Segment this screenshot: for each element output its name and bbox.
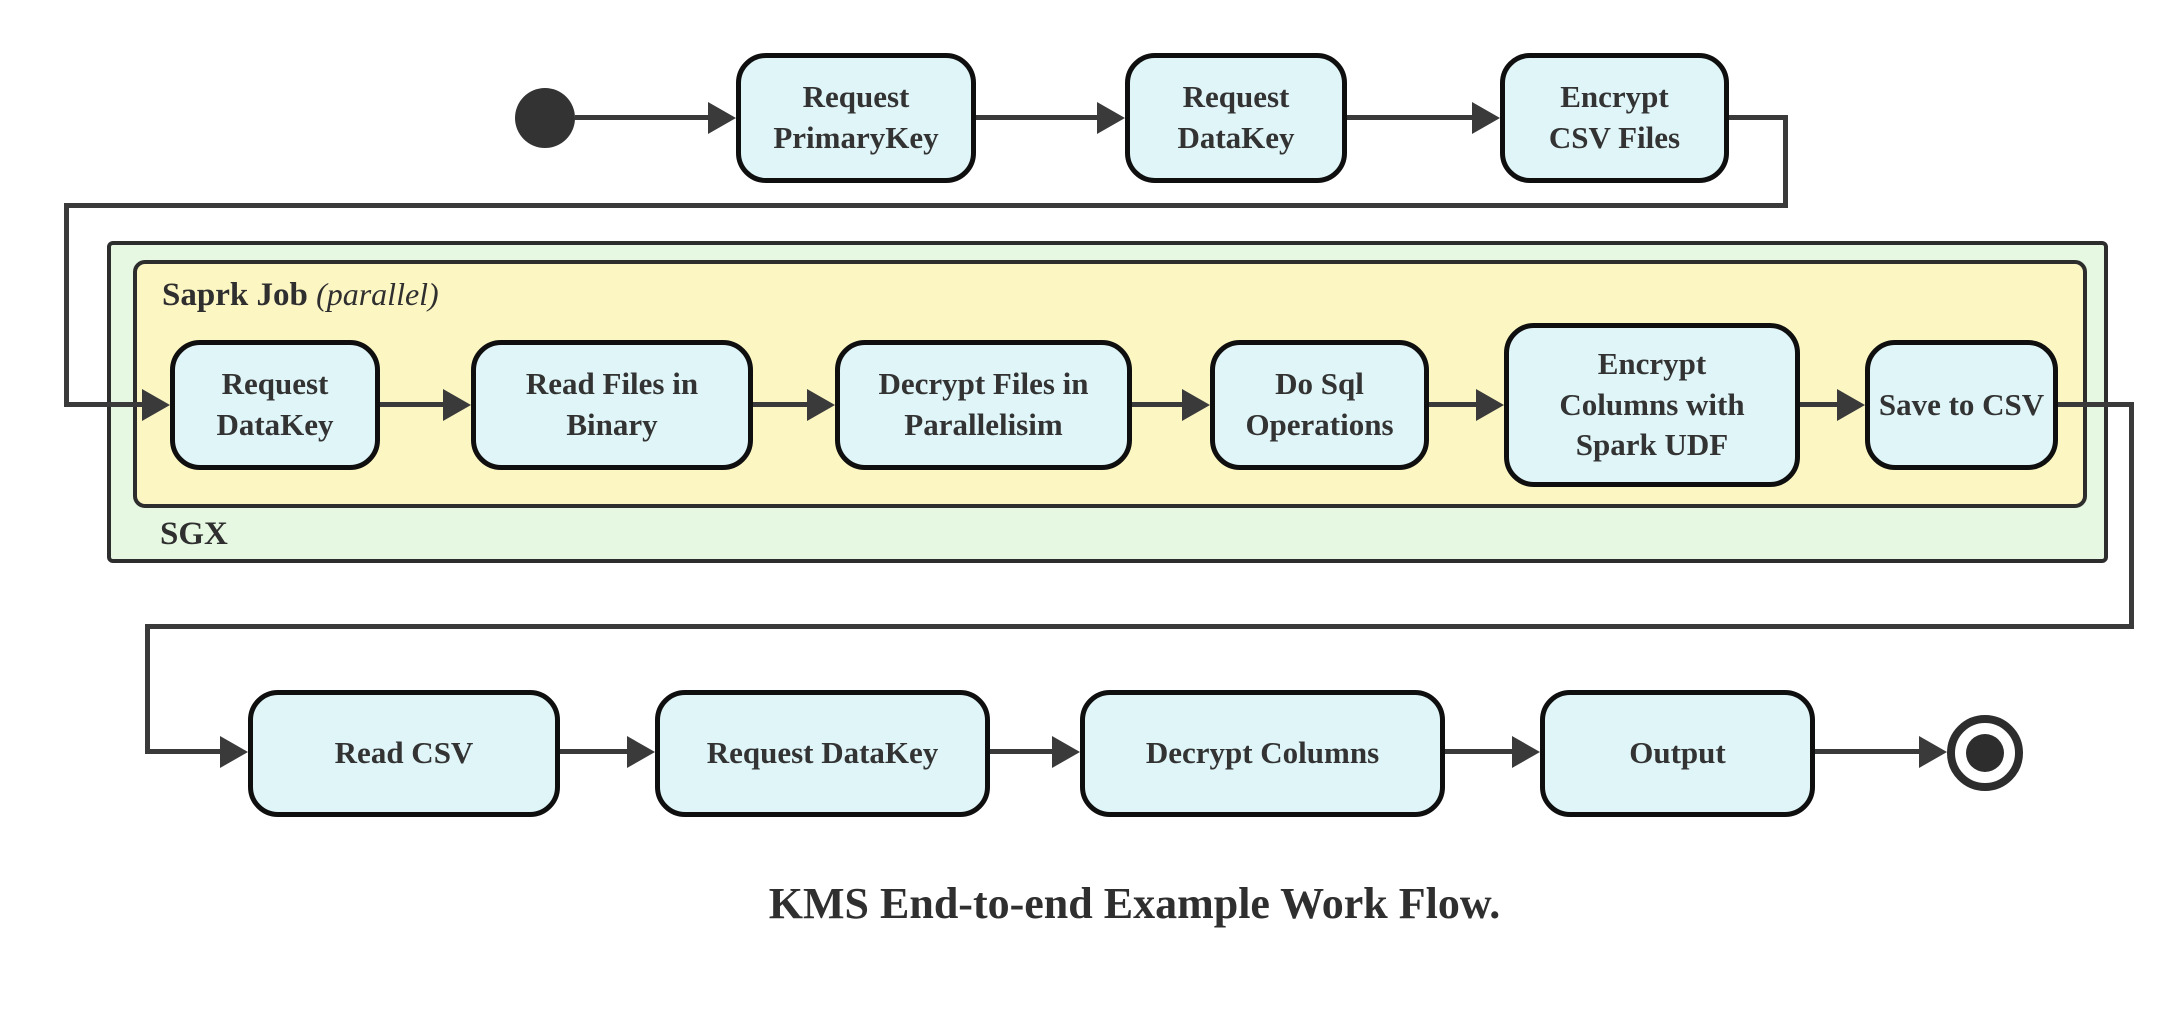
flow-connector [64,402,144,407]
activity-label: Request DataKey [216,366,334,442]
activity-read-csv: Read CSV [248,690,560,817]
activity-label: Save to CSV [1878,386,2045,422]
spark-job-container-label: Saprk Job (parallel) [162,276,439,314]
arrowhead-icon [1476,389,1504,421]
flow-connector [2129,402,2134,629]
flow-connector [145,624,150,754]
activity-label: Encrypt Columns with Spark UDF [1559,345,1745,463]
flow-connector [976,115,1099,120]
arrowhead-icon [1919,736,1947,768]
activity-request-datakey-top: Request DataKey [1125,53,1347,183]
flow-connector [753,402,809,407]
flow-connector [1347,115,1474,120]
sgx-label-text: SGX [160,516,228,552]
start-state-icon [515,88,575,148]
activity-read-files-in-binary: Read Files in Binary [471,340,753,470]
flow-connector [1783,115,1788,208]
arrowhead-icon [1512,736,1540,768]
activity-label: Request PrimaryKey [773,79,939,155]
flow-connector [990,749,1054,754]
activity-decrypt-files-in-parallelisim: Decrypt Files in Parallelisim [835,340,1132,470]
flow-connector [1132,402,1184,407]
arrowhead-icon [1837,389,1865,421]
sgx-container-label: SGX [160,516,228,553]
flow-connector [1815,749,1921,754]
arrowhead-icon [627,736,655,768]
arrowhead-icon [708,102,736,134]
activity-output: Output [1540,690,1815,817]
activity-label: Request DataKey [706,735,939,771]
activity-label: Output [1629,735,1726,771]
activity-label: Read Files in Binary [525,366,699,442]
flow-connector [560,749,629,754]
flow-connector [575,115,710,120]
flow-connector [64,203,69,405]
flow-connector [64,203,1788,208]
activity-label: Decrypt Columns [1145,735,1380,771]
activity-label: Read CSV [334,735,474,771]
activity-label: Request DataKey [1177,79,1295,155]
activity-do-sql-operations: Do Sql Operations [1210,340,1429,470]
arrowhead-icon [1097,102,1125,134]
activity-label: Do Sql Operations [1245,366,1394,442]
flow-connector [1429,402,1478,407]
flow-connector [1445,749,1514,754]
flow-connector [145,749,222,754]
flow-connector [1800,402,1839,407]
arrowhead-icon [1182,389,1210,421]
activity-label: Encrypt CSV Files [1548,79,1681,155]
flow-connector [380,402,445,407]
arrowhead-icon [142,389,170,421]
activity-encrypt-columns-with-spark-udf: Encrypt Columns with Spark UDF [1504,323,1800,487]
flow-connector [1729,115,1788,120]
activity-encrypt-csv-files: Encrypt CSV Files [1500,53,1729,183]
activity-sgx-request-datakey: Request DataKey [170,340,380,470]
spark-job-parallel-text: (parallel) [316,276,439,312]
arrowhead-icon [807,389,835,421]
end-state-dot-icon [1966,734,2004,772]
activity-save-to-csv: Save to CSV [1865,340,2058,470]
activity-label: Decrypt Files in Parallelisim [878,366,1089,442]
arrowhead-icon [1472,102,1500,134]
arrowhead-icon [1052,736,1080,768]
flow-connector [2058,402,2134,407]
activity-request-datakey-bottom: Request DataKey [655,690,990,817]
flow-connector [145,624,2134,629]
activity-request-primarykey: Request PrimaryKey [736,53,976,183]
diagram-caption: KMS End-to-end Example Work Flow. [768,879,1501,928]
activity-decrypt-columns: Decrypt Columns [1080,690,1445,817]
arrowhead-icon [220,736,248,768]
spark-job-label-text: Saprk Job [162,277,308,313]
arrowhead-icon [443,389,471,421]
